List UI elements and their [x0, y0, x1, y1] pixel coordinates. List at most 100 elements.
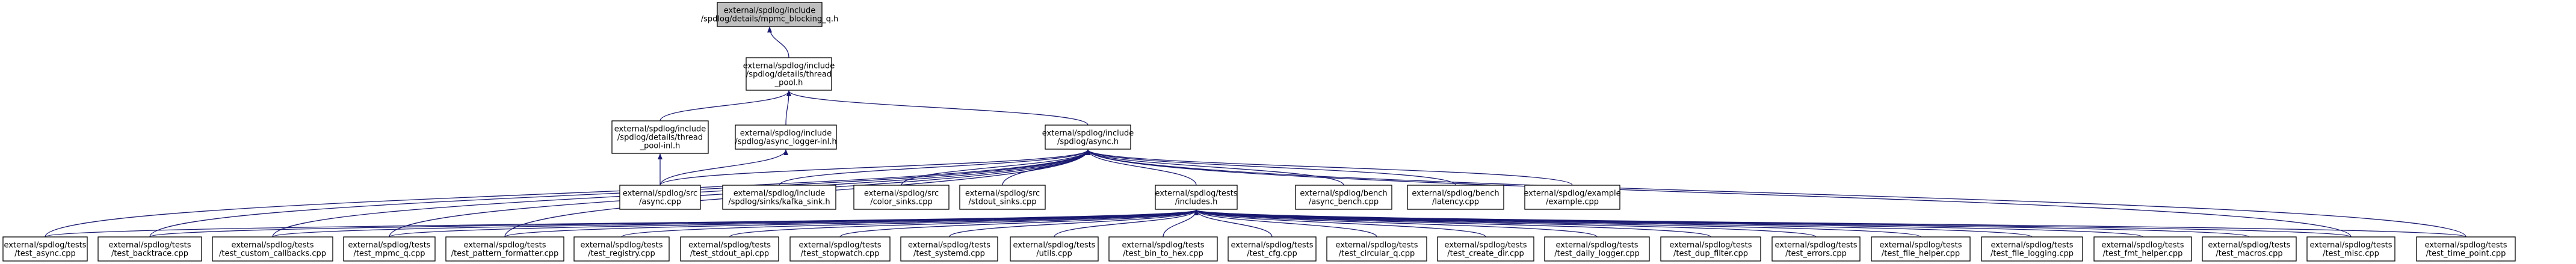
node-t-backtrace[interactable]: external/spdlog/tests/test_backtrace.cpp [97, 236, 202, 262]
node-t-bin-to-hex[interactable]: external/spdlog/tests/test_bin_to_hex.cp… [1108, 236, 1218, 262]
node-label-line: _pool-inl.h [640, 142, 681, 151]
edge-latency-to-async-h [1086, 149, 1456, 186]
edge-t-time-point-to-async-h [1086, 149, 2466, 238]
node-src-async[interactable]: external/spdlog/src/async.cpp [619, 185, 701, 210]
edge-t-misc-to-includes-h [1194, 209, 2352, 238]
edge-t-time-point-to-includes-h [1194, 209, 2466, 238]
node-box [1437, 236, 1534, 262]
node-label-line: /test_registry.cpp [588, 250, 655, 259]
node-box [853, 185, 950, 210]
node-label-line: /spdlog/async.h [1057, 138, 1119, 147]
node-label-line: external/spdlog/tests [1122, 241, 1204, 250]
node-label-line: external/spdlog/src [864, 189, 939, 198]
node-async-logger-inl[interactable]: external/spdlog/include/spdlog/async_log… [735, 124, 837, 150]
node-t-stopwatch[interactable]: external/spdlog/tests/test_stopwatch.cpp [789, 236, 891, 262]
node-async-h[interactable]: external/spdlog/include/spdlog/async.h [1042, 124, 1134, 150]
node-box [445, 236, 564, 262]
node-t-cfg[interactable]: external/spdlog/tests/test_cfg.cpp [1228, 236, 1317, 262]
node-label-line: /test_misc.cpp [2323, 250, 2379, 259]
node-box [900, 236, 998, 262]
node-box [717, 2, 823, 27]
node-mpmc: external/spdlog/include/spdlog/details/m… [701, 2, 839, 27]
node-label-line: /test_macros.cpp [2216, 250, 2282, 259]
edge-async-logger-inl-to-thread-pool-h [785, 90, 791, 126]
node-stdout-sinks[interactable]: external/spdlog/src/stdout_sinks.cpp [959, 185, 1046, 210]
node-label-line: external/spdlog/src [965, 189, 1040, 198]
node-label-line: external/spdlog/tests [2101, 241, 2184, 250]
node-label-line: external/spdlog/tests [688, 241, 771, 250]
node-box [1871, 236, 1971, 262]
edges-layer [45, 26, 2466, 238]
node-t-systemd[interactable]: external/spdlog/tests/test_systemd.cpp [900, 236, 998, 262]
edge-src-async-to-async-h [659, 149, 1090, 186]
node-t-daily-logger[interactable]: external/spdlog/tests/test_daily_logger.… [1544, 236, 1650, 262]
node-label-line: external/spdlog/tests [4, 241, 86, 250]
node-color-sinks[interactable]: external/spdlog/src/color_sinks.cpp [853, 185, 950, 210]
node-label-line: external/spdlog/tests [1231, 241, 1313, 250]
node-label-line: /test_time_point.cpp [2426, 250, 2506, 259]
node-kafka-sink[interactable]: external/spdlog/include/spdlog/sinks/kaf… [722, 185, 836, 210]
node-label-line: /async_bench.cpp [1309, 198, 1379, 207]
node-box [1228, 236, 1317, 262]
node-t-circular-q[interactable]: external/spdlog/tests/test_circular_q.cp… [1326, 236, 1427, 262]
node-label-line: external/spdlog/tests [2208, 241, 2290, 250]
edge-t-backtrace-to-async-h [149, 149, 1090, 238]
node-label-line: /spdlog/sinks/kafka_sink.h [728, 198, 830, 207]
node-label-line: /test_cfg.cpp [1247, 250, 1297, 259]
node-label-line: /spdlog/details/mpmc_blocking_q.h [701, 15, 839, 24]
node-box [959, 185, 1046, 210]
node-box [789, 236, 891, 262]
node-t-async[interactable]: external/spdlog/tests/test_async.cpp [2, 236, 88, 262]
node-t-create-dir[interactable]: external/spdlog/tests/test_create_dir.cp… [1437, 236, 1534, 262]
node-t-mpmc-q[interactable]: external/spdlog/tests/test_mpmc_q.cpp [343, 236, 436, 262]
node-t-dup-filter[interactable]: external/spdlog/tests/test_dup_filter.cp… [1660, 236, 1761, 262]
node-box [1771, 236, 1861, 262]
node-label-line: external/spdlog/include [614, 125, 706, 134]
node-box [1660, 236, 1761, 262]
node-thread-pool-inl[interactable]: external/spdlog/include/spdlog/details/t… [611, 120, 709, 154]
node-label-line: external/spdlog/tests [1013, 241, 1095, 250]
node-label-line: external/spdlog/tests [348, 241, 430, 250]
node-label-line: external/spdlog/src [623, 189, 697, 198]
node-thread-pool-h[interactable]: external/spdlog/include/spdlog/details/t… [743, 57, 835, 91]
node-box [1326, 236, 1427, 262]
node-box [2093, 236, 2192, 262]
node-t-file-logging[interactable]: external/spdlog/tests/test_file_logging.… [1981, 236, 2083, 262]
node-t-registry[interactable]: external/spdlog/tests/test_registry.cpp [573, 236, 670, 262]
node-t-errors[interactable]: external/spdlog/tests/test_errors.cpp [1771, 236, 1861, 262]
node-t-macros[interactable]: external/spdlog/tests/test_macros.cpp [2202, 236, 2297, 262]
edge-kafka-sink-to-async-h [779, 149, 1090, 186]
node-label-line: external/spdlog/tests [463, 241, 546, 250]
node-box [2, 236, 88, 262]
node-t-time-point[interactable]: external/spdlog/tests/test_time_point.cp… [2416, 236, 2516, 262]
edge-t-async-to-async-h [45, 149, 1090, 238]
node-label-line: /test_errors.cpp [1785, 250, 1847, 259]
node-box [2202, 236, 2297, 262]
node-t-pattern-formatter[interactable]: external/spdlog/tests/test_pattern_forma… [445, 236, 564, 262]
node-label-line: /spdlog/async_logger-inl.h [735, 138, 836, 147]
node-label-line: external/spdlog/bench [1300, 189, 1387, 198]
node-label-line: external/spdlog/tests [1335, 241, 1418, 250]
node-box [1524, 185, 1620, 210]
edge-thread-pool-h-to-mpmc [767, 26, 789, 58]
node-box [2306, 236, 2395, 262]
node-label-line: external/spdlog/tests [908, 241, 990, 250]
node-label-line: external/spdlog/tests [2309, 241, 2392, 250]
node-label-line: /color_sinks.cpp [870, 198, 933, 207]
edge-async-bench-to-async-h [1086, 149, 1344, 186]
node-label-line: external/spdlog/tests [231, 241, 314, 250]
node-label-line: /async.cpp [639, 198, 681, 207]
node-box [97, 236, 202, 262]
node-latency[interactable]: external/spdlog/bench/latency.cpp [1407, 185, 1504, 210]
node-label-line: _pool.h [774, 79, 803, 88]
node-t-misc[interactable]: external/spdlog/tests/test_misc.cpp [2306, 236, 2395, 262]
node-t-utils[interactable]: external/spdlog/tests/utils.cpp [1010, 236, 1099, 262]
node-example[interactable]: external/spdlog/example/example.cpp [1524, 185, 1621, 210]
node-t-stdout-api[interactable]: external/spdlog/tests/test_stdout_api.cp… [680, 236, 779, 262]
node-t-custom-callbacks[interactable]: external/spdlog/tests/test_custom_callba… [212, 236, 333, 262]
node-includes-h[interactable]: external/spdlog/tests/includes.h [1155, 185, 1238, 210]
node-async-bench[interactable]: external/spdlog/bench/async_bench.cpp [1295, 185, 1392, 210]
node-t-fmt-helper[interactable]: external/spdlog/tests/test_fmt_helper.cp… [2093, 236, 2192, 262]
node-t-file-helper[interactable]: external/spdlog/tests/test_file_helper.c… [1871, 236, 1971, 262]
node-label-line: external/spdlog/include [734, 189, 825, 198]
